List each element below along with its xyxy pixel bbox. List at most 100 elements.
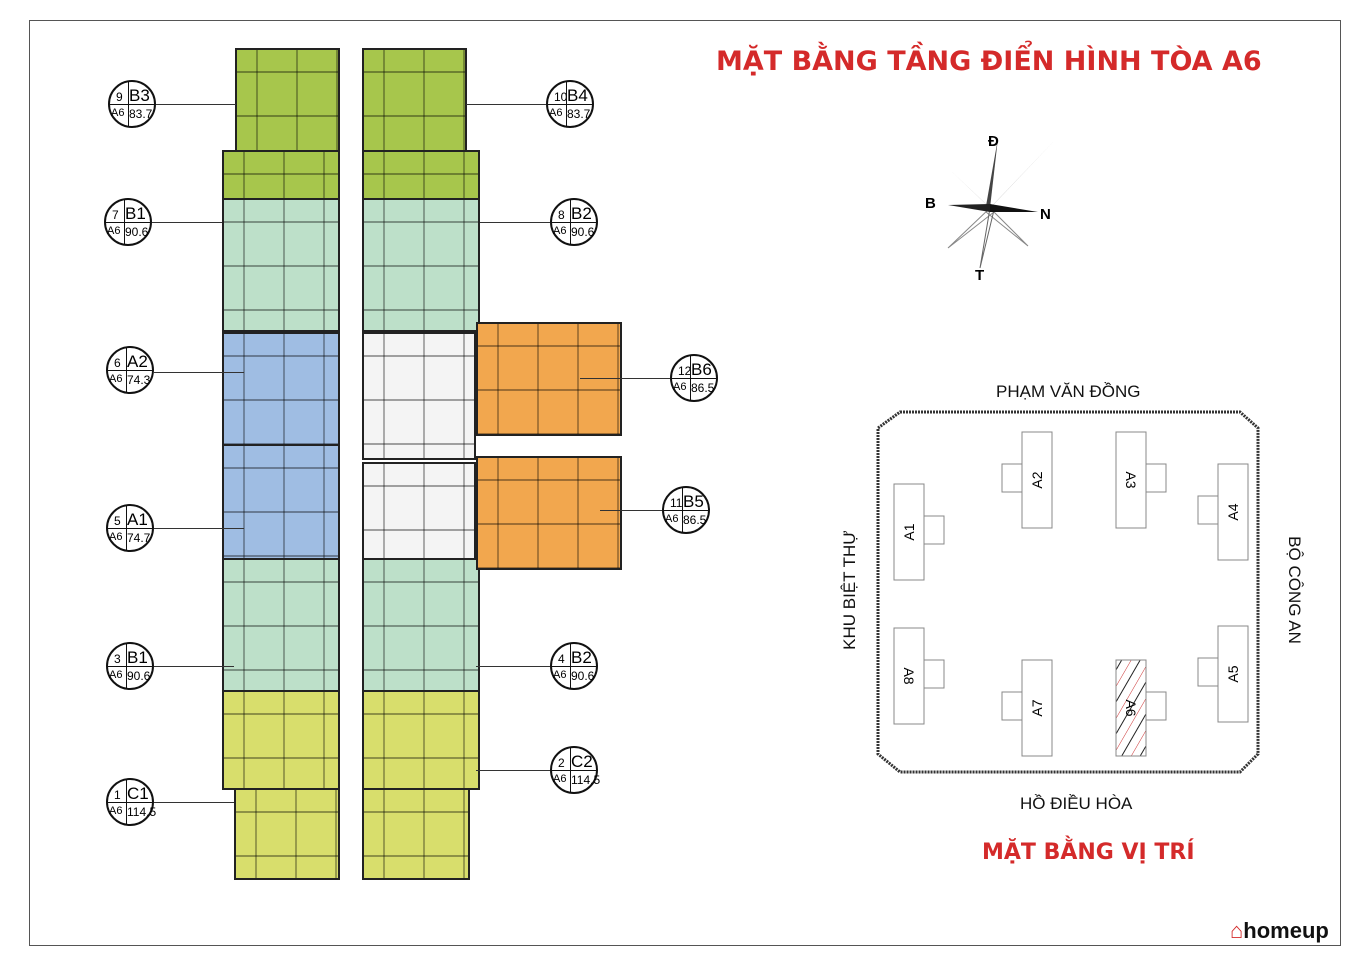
leader-line — [152, 222, 222, 223]
unit-tag-code: B3 — [129, 86, 150, 105]
site-building-a7: A7 — [1001, 659, 1053, 757]
unit-tag-area: 90.6 — [571, 225, 595, 239]
homeup-logo: ⌂homeup — [1230, 918, 1329, 944]
unit-tag-area: 83.7 — [567, 107, 591, 121]
logo-text: homeup — [1243, 918, 1329, 943]
unit-tag-area: 114.5 — [571, 773, 601, 787]
unit-tag-code: B5 — [683, 492, 704, 511]
leader-line — [154, 528, 244, 529]
unit-tag-no: 4 — [558, 652, 565, 666]
unit-tag-tower: A6 — [553, 225, 567, 237]
unit-block-b4-lower — [362, 150, 480, 200]
unit-tag-tower: A6 — [107, 225, 121, 237]
unit-tag-no: 7 — [112, 208, 119, 222]
road-bottom-label: HỒ ĐIỀU HÒA — [1020, 794, 1133, 813]
house-icon: ⌂ — [1230, 918, 1244, 943]
unit-block-b2-bottom — [362, 558, 480, 692]
unit-tag-area: 86.5 — [691, 381, 715, 395]
site-building-a2: A2 — [1001, 431, 1053, 529]
compass-needle-east — [990, 140, 1055, 208]
unit-tag-area: 74.3 — [127, 373, 151, 387]
leader-line — [476, 666, 550, 667]
compass-label-west: B — [925, 195, 936, 212]
unit-block-a1 — [222, 444, 340, 560]
compass-label-north: N — [1040, 206, 1051, 223]
site-building-label: A4 — [1225, 503, 1241, 520]
unit-tag-tower: A6 — [553, 773, 567, 785]
compass-rose: Đ B N T — [925, 133, 1055, 284]
compass-needle-n — [990, 204, 1038, 212]
unit-tag-tower: A6 — [553, 669, 567, 681]
unit-block-a2 — [222, 332, 340, 446]
site-building-a6: A6 — [1115, 659, 1167, 757]
site-building-a1: A1 — [893, 483, 945, 581]
leader-line — [466, 104, 546, 105]
unit-tag-tower: A6 — [673, 381, 687, 393]
site-building-label: A7 — [1029, 699, 1045, 716]
core-stairs-bottom — [362, 462, 476, 560]
site-building-label: A2 — [1029, 471, 1045, 488]
unit-tag-no: 6 — [114, 356, 121, 370]
compass-needle-d — [986, 138, 998, 208]
site-building-a5: A5 — [1197, 625, 1249, 723]
compass-label-east: Đ — [988, 133, 999, 150]
unit-block-c2 — [362, 690, 480, 790]
unit-block-c1 — [222, 690, 340, 790]
unit-tag-area: 90.6 — [127, 669, 151, 683]
unit-block-c1-lower — [234, 788, 340, 880]
leader-line — [154, 372, 244, 373]
unit-block-b3 — [235, 48, 340, 152]
leader-line — [476, 770, 550, 771]
unit-tag-no: 10 — [554, 90, 568, 104]
unit-tag-no: 1 — [114, 788, 121, 802]
unit-tag-no: 12 — [678, 364, 692, 378]
unit-block-b5 — [476, 456, 622, 570]
unit-block-b2-top — [362, 198, 480, 332]
unit-tag-tower: A6 — [665, 513, 679, 525]
sheet-border — [29, 20, 1341, 946]
unit-block-b1-top — [222, 198, 340, 332]
leader-line — [600, 510, 662, 511]
core-stairs-top — [362, 332, 476, 460]
site-building-a3: A3 — [1115, 431, 1167, 529]
unit-tag-tower: A6 — [549, 107, 563, 119]
unit-tag-code: A1 — [127, 510, 148, 529]
unit-tag-no: 3 — [114, 652, 121, 666]
unit-tag-tower: A6 — [109, 531, 123, 543]
unit-tag-tower: A6 — [109, 805, 123, 817]
unit-tag-no: 9 — [116, 90, 123, 104]
unit-tag-tower: A6 — [109, 669, 123, 681]
unit-tag-no: 11 — [670, 496, 683, 510]
site-building-label: A5 — [1225, 665, 1241, 682]
unit-tag-area: 90.6 — [571, 669, 595, 683]
unit-tag-code: B1 — [127, 648, 148, 667]
page-title: MẶT BẰNG TẦNG ĐIỂN HÌNH TÒA A6 — [716, 46, 1262, 77]
unit-tag-no: 8 — [558, 208, 565, 222]
unit-block-b1-bottom — [222, 558, 340, 692]
site-boundary — [876, 410, 1260, 774]
road-left-label: KHU BIỆT THỰ — [840, 530, 859, 650]
site-building-a8: A8 — [893, 627, 945, 725]
unit-block-b6 — [476, 322, 622, 436]
unit-tag-code: B2 — [571, 648, 592, 667]
unit-tag-no: 5 — [114, 514, 121, 528]
unit-tag-tower: A6 — [111, 107, 125, 119]
site-building-label: A1 — [901, 523, 917, 540]
site-building-label: A3 — [1123, 471, 1139, 488]
compass-needle-b — [948, 204, 990, 212]
compass-label-south: T — [975, 267, 984, 284]
unit-tag-area: 86.5 — [683, 513, 707, 527]
unit-tag-area: 114.5 — [127, 805, 157, 819]
unit-tag-no: 2 — [558, 756, 565, 770]
unit-tag-code: B6 — [691, 360, 712, 379]
leader-line — [154, 666, 234, 667]
